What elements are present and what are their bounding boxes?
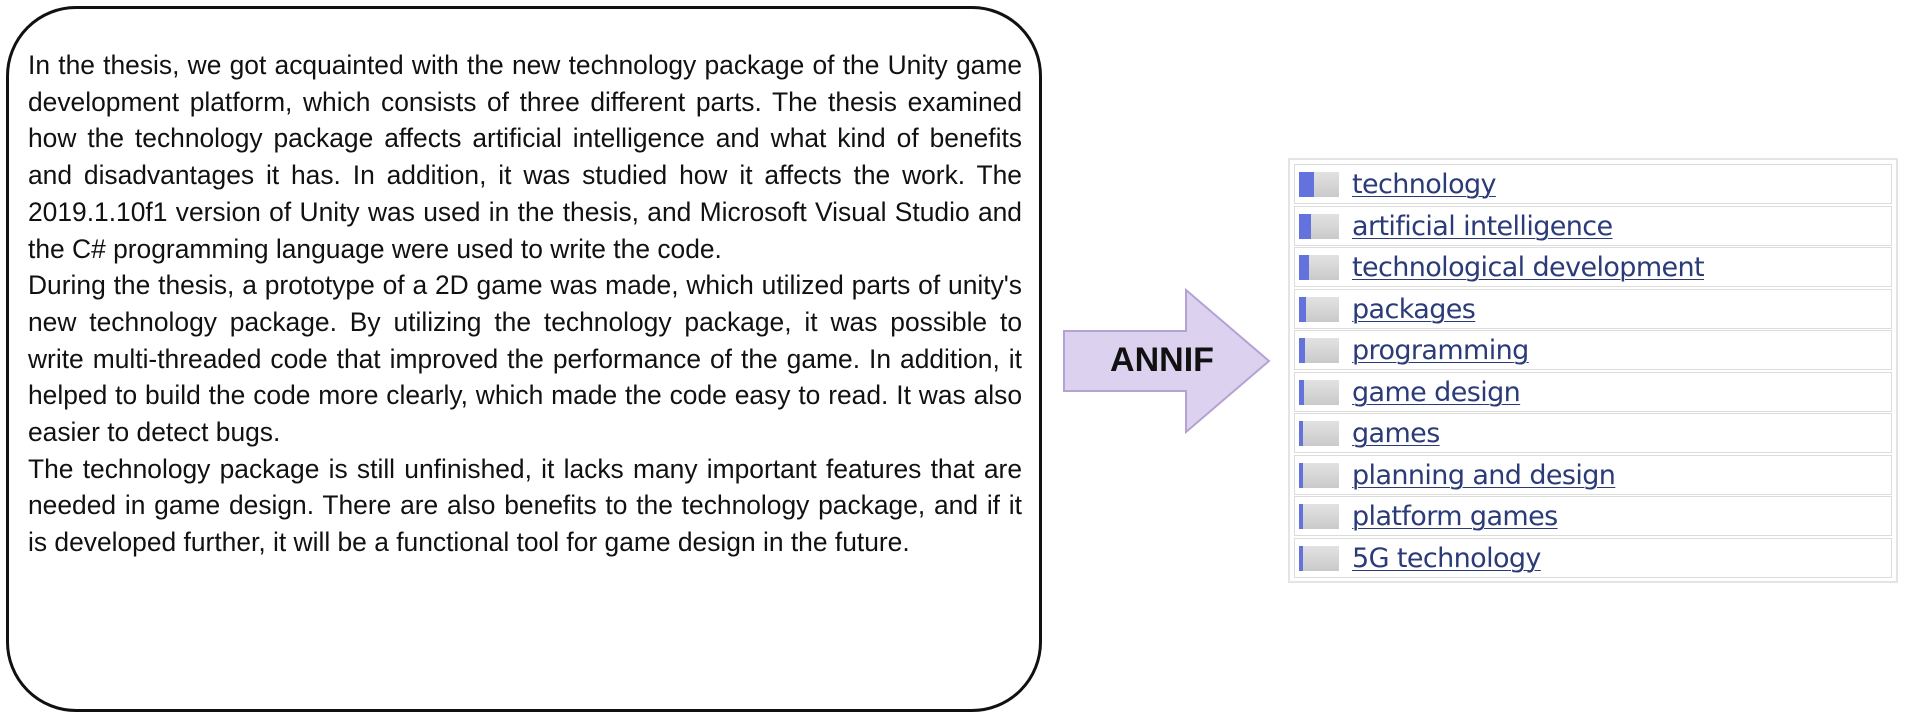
score-bar (1299, 421, 1339, 446)
score-bar (1299, 338, 1339, 363)
abstract-paragraph-3: The technology package is still unfinish… (28, 453, 1022, 558)
score-bar (1299, 172, 1339, 197)
keyword-row: games (1294, 413, 1892, 453)
score-bar-fill (1299, 338, 1305, 363)
abstract-text: In the thesis, we got acquainted with th… (28, 47, 1022, 561)
keyword-link[interactable]: game design (1352, 376, 1521, 408)
score-bar-fill (1299, 213, 1311, 239)
score-bar-fill (1299, 545, 1303, 571)
score-bar-fill (1299, 462, 1303, 488)
score-bar-fill (1299, 379, 1304, 405)
keyword-link[interactable]: planning and design (1352, 459, 1616, 491)
keyword-link[interactable]: programming (1352, 335, 1529, 366)
keyword-link[interactable]: 5G technology (1352, 542, 1541, 574)
abstract-paragraph-1: In the thesis, we got acquainted with th… (28, 50, 1022, 264)
keyword-row: game design (1294, 371, 1892, 412)
keyword-link[interactable]: technology (1352, 169, 1497, 200)
score-bar-fill (1299, 504, 1303, 529)
keyword-link[interactable]: packages (1352, 293, 1476, 325)
annif-arrow: ANNIF (1062, 288, 1272, 434)
keyword-row: 5G technology (1294, 537, 1892, 578)
keyword-row: artificial intelligence (1294, 205, 1892, 246)
abstract-box (6, 6, 1042, 712)
score-bar-fill (1299, 172, 1314, 197)
score-bar (1299, 213, 1339, 239)
keyword-link[interactable]: games (1352, 418, 1440, 449)
score-bar (1299, 504, 1339, 529)
keyword-row: planning and design (1294, 454, 1892, 495)
keyword-row: technological development (1294, 247, 1892, 287)
score-bar (1299, 255, 1339, 280)
score-bar-fill (1299, 421, 1303, 446)
score-bar (1299, 545, 1339, 571)
score-bar (1299, 379, 1339, 405)
keyword-row: programming (1294, 330, 1892, 370)
arrow-label: ANNIF (1110, 341, 1214, 379)
keyword-link[interactable]: platform games (1352, 501, 1558, 532)
score-bar-fill (1299, 296, 1306, 322)
keyword-panel: technology artificial intelligence technol… (1288, 158, 1898, 583)
keyword-link[interactable]: artificial intelligence (1352, 210, 1613, 242)
keyword-row: packages (1294, 288, 1892, 329)
score-bar (1299, 462, 1339, 488)
keyword-row: technology (1294, 164, 1892, 204)
score-bar-fill (1299, 255, 1309, 280)
score-bar (1299, 296, 1339, 322)
abstract-paragraph-2: During the thesis, a prototype of a 2D g… (28, 270, 1022, 448)
keyword-row: platform games (1294, 496, 1892, 536)
keyword-link[interactable]: technological development (1352, 252, 1705, 283)
arrow-shape (1063, 288, 1271, 434)
